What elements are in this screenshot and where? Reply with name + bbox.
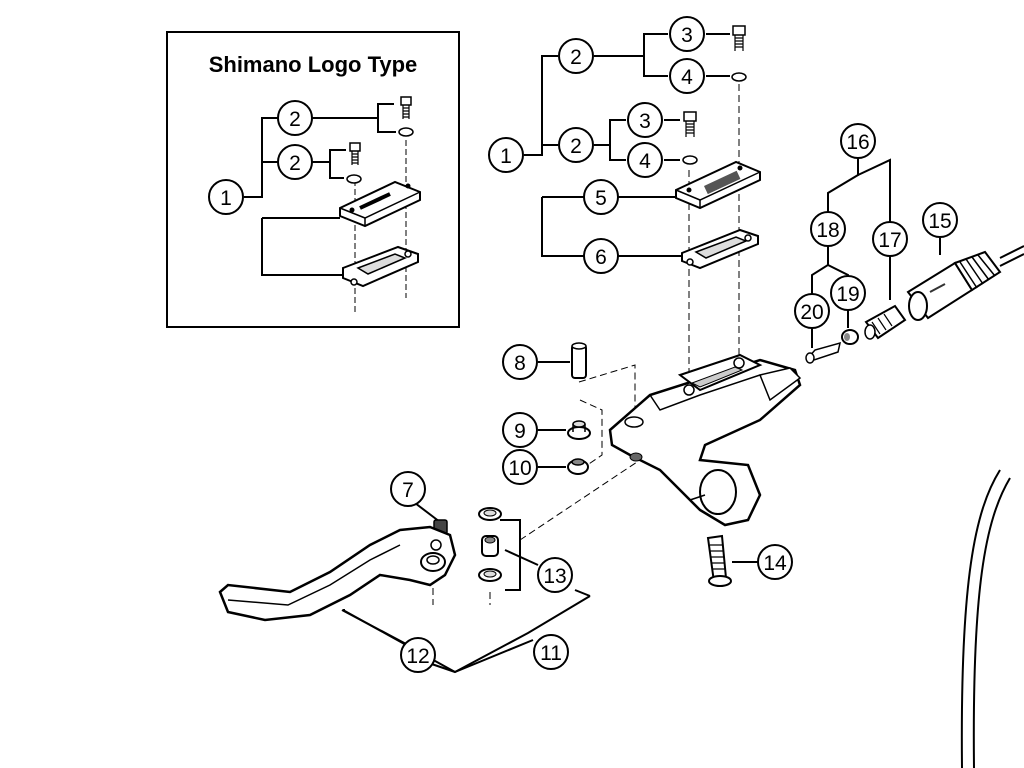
- svg-text:2: 2: [289, 152, 301, 175]
- inset-reservoir-cover: [339, 180, 421, 228]
- reservoir-diaphragm: [681, 228, 759, 270]
- inset-callout-2a: 2: [277, 100, 313, 136]
- brake-hose: [960, 245, 1024, 768]
- callout-9: 9: [502, 412, 538, 448]
- cam-assembly: [478, 507, 502, 582]
- callout-14: 14: [757, 544, 793, 580]
- bolt-upper: [732, 25, 746, 51]
- callout-15: 15: [922, 202, 958, 238]
- callout-8: 8: [502, 344, 538, 380]
- callout-16: 16: [840, 123, 876, 159]
- olive-fitting: [805, 341, 842, 364]
- connecting-bolt: [864, 304, 907, 340]
- connector-insert: [841, 329, 859, 345]
- inset-leader-lines: [244, 103, 396, 276]
- bushing-upper: [567, 420, 591, 440]
- washer-upper: [731, 72, 747, 82]
- svg-text:9: 9: [514, 420, 526, 443]
- svg-text:2: 2: [570, 135, 582, 158]
- callout-3a: 3: [669, 16, 705, 52]
- hose-cover: [906, 250, 1002, 321]
- bushing-lower: [567, 458, 589, 475]
- svg-text:2: 2: [289, 108, 301, 131]
- callout-5: 5: [583, 179, 619, 215]
- inset-bolt-lower: [349, 142, 361, 165]
- svg-text:4: 4: [639, 150, 651, 173]
- svg-text:10: 10: [508, 457, 531, 480]
- inset-title: Shimano Logo Type: [209, 52, 418, 77]
- reservoir-cover: [675, 160, 761, 210]
- main-leader-lines: [341, 33, 941, 674]
- svg-text:12: 12: [406, 645, 429, 668]
- svg-text:6: 6: [595, 246, 607, 269]
- callout-17: 17: [872, 221, 908, 257]
- svg-text:20: 20: [800, 301, 823, 324]
- callout-2a: 2: [558, 38, 594, 74]
- svg-text:2: 2: [570, 46, 582, 69]
- inset-washer-lower: [346, 174, 362, 184]
- svg-text:3: 3: [639, 110, 651, 133]
- svg-text:7: 7: [402, 479, 414, 502]
- callout-20: 20: [794, 293, 830, 329]
- callout-18: 18: [810, 211, 846, 247]
- inset-callout-1: 1: [208, 179, 244, 215]
- svg-text:3: 3: [681, 24, 693, 47]
- svg-text:17: 17: [878, 229, 901, 252]
- washer-lower: [682, 155, 698, 165]
- logo-type-inset: Shimano Logo Type: [166, 31, 460, 328]
- svg-text:5: 5: [595, 187, 607, 210]
- callout-19: 19: [830, 275, 866, 311]
- svg-text:14: 14: [763, 552, 787, 575]
- pivot-pin: [571, 342, 587, 379]
- bolt-lower: [683, 111, 697, 137]
- callout-1: 1: [488, 137, 524, 173]
- clamp-bolt: [706, 534, 732, 587]
- callout-4a: 4: [669, 58, 705, 94]
- callout-4b: 4: [627, 142, 663, 178]
- callout-13: 13: [537, 557, 573, 593]
- svg-text:16: 16: [846, 131, 869, 154]
- lever-blade: [218, 525, 457, 622]
- callout-3b: 3: [627, 102, 663, 138]
- svg-text:19: 19: [836, 283, 859, 306]
- svg-text:13: 13: [543, 565, 566, 588]
- inset-bolt-upper: [400, 96, 412, 119]
- inset-washer-upper: [398, 127, 414, 137]
- lever-body: [608, 353, 802, 527]
- callout-11: 11: [533, 634, 569, 670]
- callout-6: 6: [583, 238, 619, 274]
- svg-text:11: 11: [540, 642, 562, 665]
- callout-7: 7: [390, 471, 426, 507]
- inset-frame: [166, 31, 460, 328]
- svg-text:4: 4: [681, 66, 693, 89]
- svg-text:1: 1: [220, 187, 232, 210]
- callout-10: 10: [502, 449, 538, 485]
- svg-text:15: 15: [928, 210, 951, 233]
- svg-text:8: 8: [514, 352, 526, 375]
- callout-12: 12: [400, 637, 436, 673]
- svg-text:1: 1: [500, 145, 512, 168]
- inset-diaphragm: [342, 245, 419, 288]
- inset-callout-2b: 2: [277, 144, 313, 180]
- svg-text:18: 18: [816, 219, 839, 242]
- callout-2b: 2: [558, 127, 594, 163]
